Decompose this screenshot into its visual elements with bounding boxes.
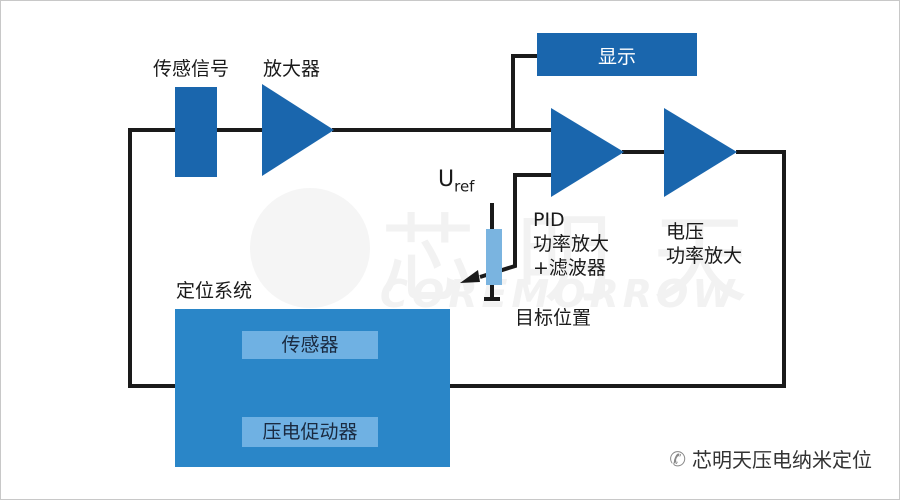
- wire-vamp-to-system: [450, 150, 786, 388]
- target-position-label: 目标位置: [515, 307, 592, 329]
- wechat-icon: ✆: [669, 446, 686, 471]
- sensor-signal-label: 传感信号: [153, 58, 230, 80]
- footer-text: 芯明天压电纳米定位: [692, 448, 872, 472]
- display-label: 显示: [597, 46, 636, 68]
- wire-feedback-left: [128, 128, 175, 388]
- voltage-amp-label: 电压 功率放大: [666, 220, 742, 268]
- piezo-actuator-component: 压电促动器: [242, 417, 378, 447]
- pid-label-line-1: PID: [533, 209, 565, 231]
- sensor-component: 传感器: [242, 331, 378, 359]
- uref-main: U: [438, 167, 455, 192]
- voltage-amp-line-1: 电压: [666, 221, 705, 243]
- display-block: [537, 33, 697, 76]
- wire-to-display: [511, 54, 537, 130]
- potentiometer-body: [486, 229, 502, 285]
- amplifier-label: 放大器: [263, 58, 321, 80]
- pid-label-line-2: 功率放大: [533, 233, 610, 255]
- sensor-signal-block: [175, 87, 217, 177]
- pid-triangle: [551, 108, 624, 197]
- pid-label-line-3: +滤波器: [533, 257, 606, 279]
- voltage-amp-line-2: 功率放大: [666, 245, 743, 267]
- uref-label: Uref: [438, 168, 474, 198]
- pid-label: PID 功率放大 +滤波器: [533, 208, 609, 280]
- wiper-arrow-icon: [460, 270, 480, 283]
- voltage-amp-triangle: [664, 108, 737, 197]
- amplifier-triangle: [262, 84, 334, 176]
- footer-brand: ✆ 芯明天压电纳米定位: [669, 444, 872, 473]
- positioning-system-label: 定位系统: [176, 280, 253, 302]
- uref-sub: ref: [454, 177, 475, 196]
